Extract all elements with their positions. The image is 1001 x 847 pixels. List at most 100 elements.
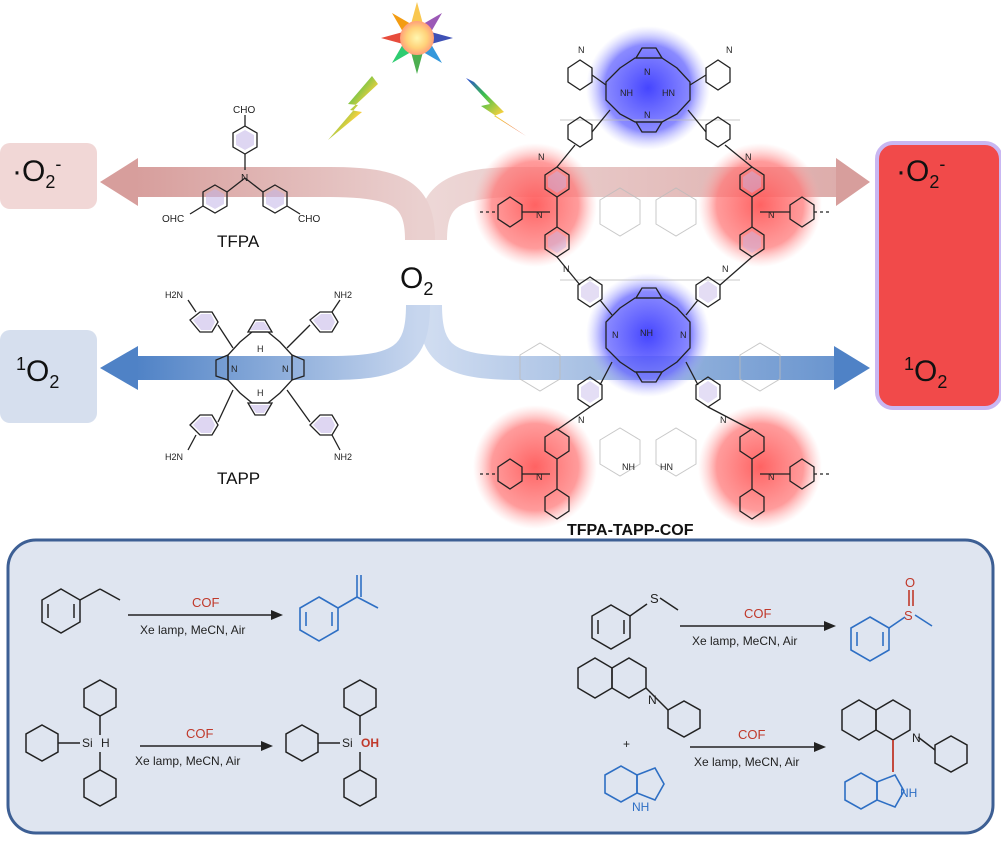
r1-reagent: COF: [192, 595, 220, 610]
right-singlet-oxygen-label: 1O2: [904, 354, 948, 392]
r4-reactant-indole: [604, 765, 665, 803]
cof-n-9: N: [563, 264, 570, 274]
r1-reactant: [41, 588, 121, 634]
tapp-h2n-topleft: H2N: [165, 290, 183, 300]
tapp-h-bottom: H: [257, 388, 264, 398]
right-product-box: [875, 141, 1001, 410]
cof-n-2: N: [726, 45, 733, 55]
r3-arrow: [140, 741, 273, 751]
tapp-nh2-bottomright: NH2: [334, 452, 352, 462]
cof-n-1: N: [578, 45, 585, 55]
tapp-h-top: H: [257, 344, 264, 354]
left-singlet-oxygen-label: 1O2: [16, 354, 60, 392]
left-singlet-box: [0, 330, 97, 423]
tapp-n-right: N: [282, 364, 289, 374]
cof-ring-fill: [548, 171, 761, 403]
r2-product-s-atom: S: [904, 608, 913, 623]
cof-nh-middle: NH: [640, 328, 653, 338]
tapp-ring-fill: [193, 314, 335, 433]
cof-back-layer: [519, 119, 781, 477]
cof-n-12: N: [680, 330, 687, 340]
cof-nh-top: NH: [620, 88, 633, 98]
r4-plus: +: [623, 737, 630, 751]
left-superoxide-label: ·O2-: [12, 154, 62, 192]
cof-nh-bottom: NH: [622, 462, 635, 472]
r2-arrow: [680, 621, 836, 631]
tapp-h2n-bottomleft: H2N: [165, 452, 183, 462]
r4-n-atom: N: [648, 693, 657, 707]
singlet-arrow-right: [418, 304, 870, 390]
cof-label: TFPA-TAPP-COF: [567, 522, 694, 539]
r1-arrow: [128, 610, 283, 620]
tfpa-cho-right: CHO: [298, 214, 320, 225]
cof-n-14: N: [720, 415, 727, 425]
tfpa-ohc-left: OHC: [162, 214, 184, 225]
singlet-arrow-left: [100, 304, 430, 390]
cof-n-8: N: [768, 210, 775, 220]
center-oxygen-label: O2: [400, 262, 434, 299]
light-bolt-right-icon: [466, 78, 526, 136]
r2-conditions: Xe lamp, MeCN, Air: [692, 634, 798, 648]
tapp-n-left: N: [231, 364, 238, 374]
cof-red-glow-bottom-left: [473, 405, 597, 529]
r4-indole-nh: NH: [632, 800, 649, 814]
r4-product-nh: NH: [900, 786, 917, 800]
sun-icon: [381, 2, 453, 74]
left-superoxide-box: [0, 143, 97, 209]
tfpa-cho-top: CHO: [233, 105, 255, 116]
tfpa-n-atom: N: [241, 173, 248, 184]
cof-n-16: N: [768, 472, 775, 482]
r3-product-oh: OH: [361, 736, 379, 750]
r1-product: [299, 575, 379, 642]
r3-conditions: Xe lamp, MeCN, Air: [135, 754, 241, 768]
cof-blue-glow-middle: [586, 273, 710, 397]
cof-n-10: N: [722, 264, 729, 274]
cof-n-7: N: [536, 210, 543, 220]
r4-reactant-thiq: [577, 657, 701, 738]
cof-blue-glow-top: [586, 26, 710, 150]
r4-reagent: COF: [738, 727, 766, 742]
r4-product: [841, 699, 968, 773]
r3-reactant: [25, 679, 117, 807]
cof-red-glow-top-right: [698, 143, 822, 267]
r4-conditions: Xe lamp, MeCN, Air: [694, 755, 800, 769]
r4-product-indole: [844, 772, 905, 810]
light-bolt-left-icon: [328, 76, 378, 140]
reaction-panel: [6, 538, 995, 835]
tapp-label: TAPP: [217, 469, 261, 488]
r3-si-atom: Si: [82, 736, 93, 750]
tfpa-molecule: [189, 115, 301, 215]
tapp-molecule: [187, 299, 341, 451]
cof-red-glow-top-left: [473, 143, 597, 267]
cof-n-15: N: [536, 472, 543, 482]
r2-product: [850, 590, 933, 662]
cof-n-11: N: [612, 330, 619, 340]
cof-n-4: N: [644, 110, 651, 120]
cof-hn-top: HN: [662, 88, 675, 98]
cof-hn-bottom: HN: [660, 462, 673, 472]
r2-product-o-atom: O: [905, 575, 915, 590]
tfpa-ring-fill: [206, 130, 284, 209]
cof-framework: [480, 47, 830, 520]
tfpa-label: TFPA: [217, 232, 260, 251]
r3-product-si-atom: Si: [342, 736, 353, 750]
r2-s-atom: S: [650, 591, 659, 606]
cof-n-6: N: [745, 152, 752, 162]
r2-reactant: [591, 597, 679, 650]
right-superoxide-label: ·O2-: [896, 154, 946, 192]
cof-red-glow-bottom-right: [698, 405, 822, 529]
r1-conditions: Xe lamp, MeCN, Air: [140, 623, 246, 637]
cof-n-3: N: [644, 67, 651, 77]
tapp-nh2-topright: NH2: [334, 290, 352, 300]
cof-n-5: N: [538, 152, 545, 162]
cof-n-13: N: [578, 415, 585, 425]
superoxide-arrow-left: [100, 158, 435, 241]
r4-arrow: [690, 742, 826, 752]
r4-product-n-atom: N: [912, 731, 921, 745]
r3-product: [285, 679, 377, 807]
r3-h-atom: H: [101, 736, 110, 750]
r3-reagent: COF: [186, 726, 214, 741]
r2-reagent: COF: [744, 606, 772, 621]
